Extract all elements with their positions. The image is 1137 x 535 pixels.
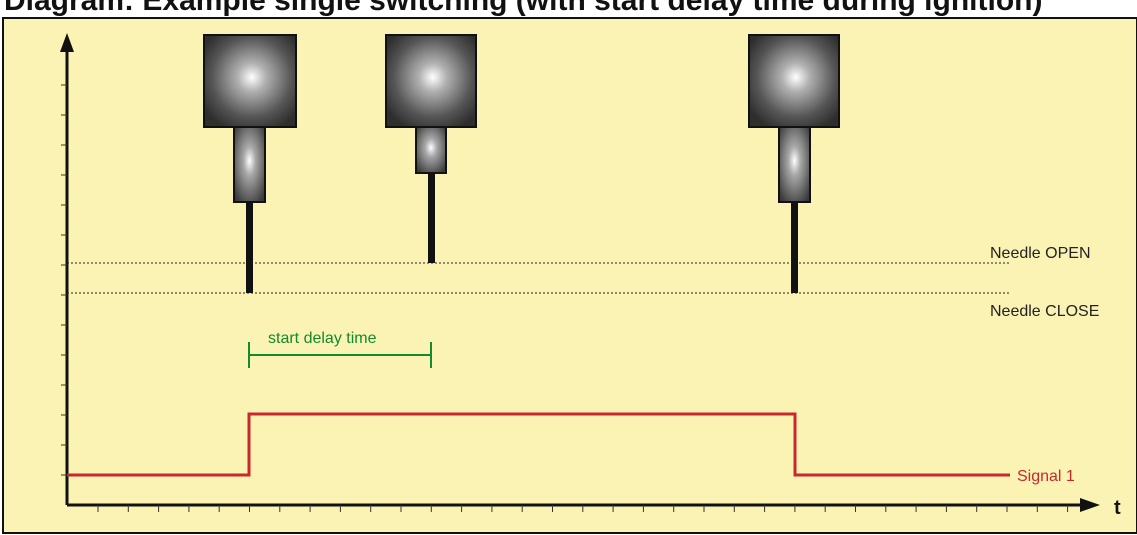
valve-3-closed <box>748 34 840 293</box>
valve-2-open <box>385 34 477 263</box>
start-delay-marker <box>248 342 432 368</box>
x-axis-ticks <box>97 505 1069 512</box>
valve-body <box>385 34 477 128</box>
needle-close-label: Needle CLOSE <box>990 303 1099 320</box>
y-axis-arrowhead <box>60 33 74 52</box>
y-axis-ticks <box>61 84 67 476</box>
valve-neck <box>778 126 811 203</box>
diagram-title: Diagram: Example single switching (with … <box>4 0 1043 17</box>
valve-body <box>748 34 840 128</box>
valve-needle <box>246 202 253 293</box>
time-axis-label: t <box>1114 497 1121 519</box>
axes <box>60 33 1100 512</box>
signal-1-waveform <box>67 412 1010 477</box>
needle-open-label: Needle OPEN <box>990 245 1091 262</box>
valve-body <box>203 34 297 128</box>
valve-needle <box>791 202 798 293</box>
x-axis-arrowhead <box>1080 498 1100 512</box>
valve-neck <box>233 126 266 203</box>
valve-1-closed <box>203 34 297 293</box>
valve-neck <box>415 126 447 174</box>
signal-1-label: Signal 1 <box>1017 468 1075 485</box>
valve-needle <box>428 173 435 263</box>
diagram-panel <box>2 17 1137 534</box>
start-delay-label: start delay time <box>268 330 377 347</box>
